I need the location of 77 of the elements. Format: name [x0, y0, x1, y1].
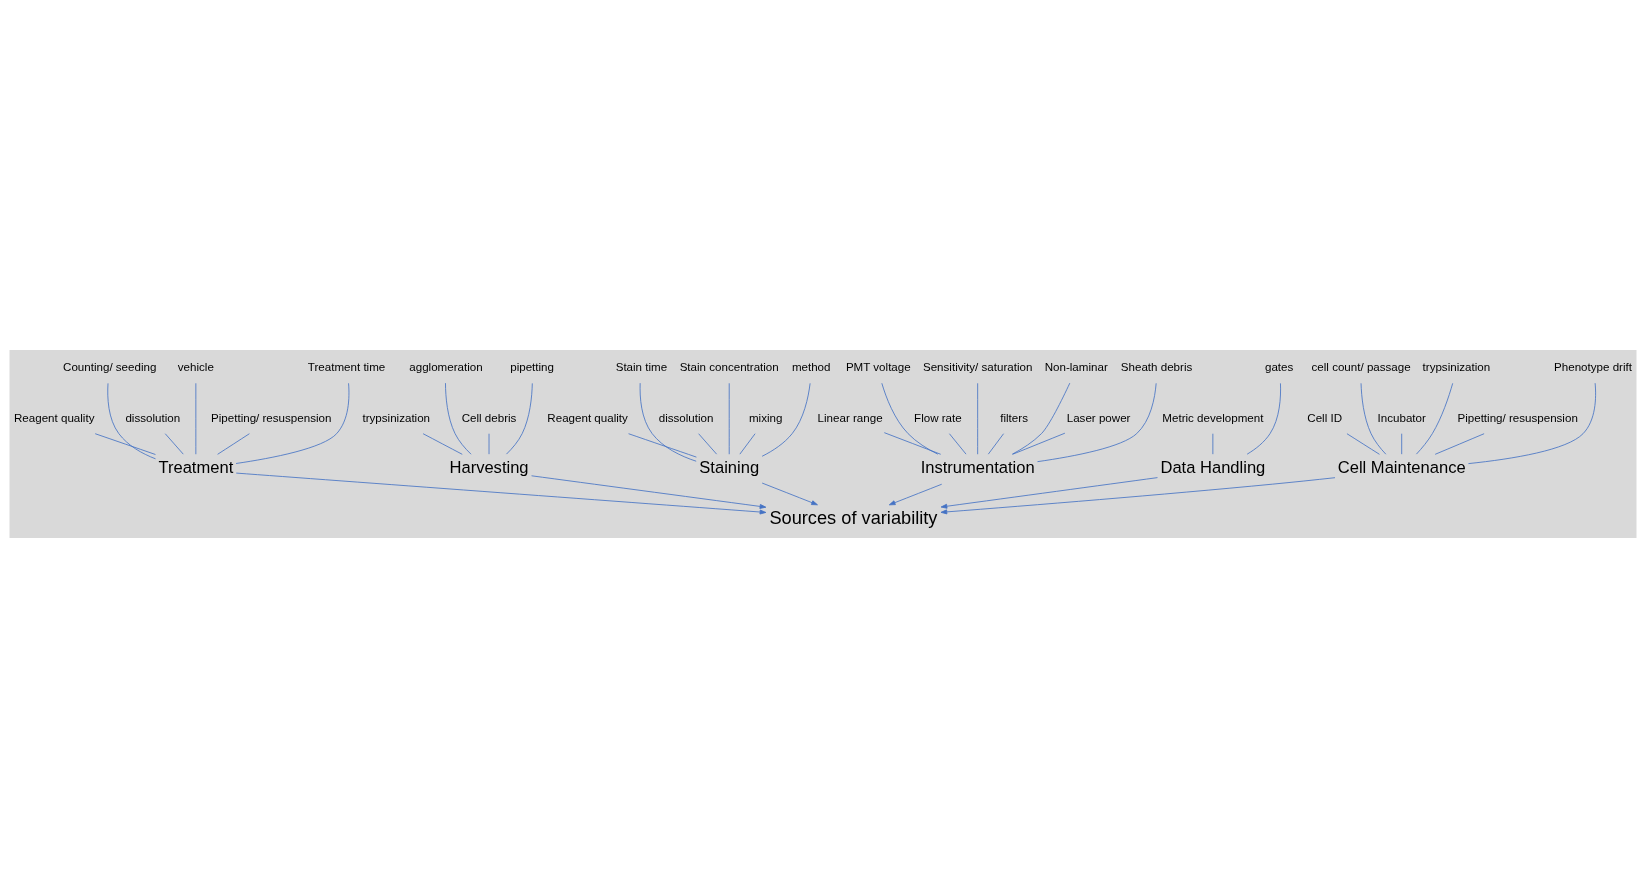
node-text: Flow rate	[914, 411, 962, 424]
connector	[217, 433, 250, 455]
arrow	[531, 475, 767, 509]
node-text: Data Handling	[1160, 458, 1266, 478]
connector	[977, 382, 979, 455]
node-text: Reagent quality	[547, 411, 628, 424]
node-text: Stain time	[615, 361, 668, 374]
connector	[422, 433, 463, 455]
node-text: Pipetting/ resuspension	[1457, 411, 1578, 424]
connector	[881, 382, 939, 455]
node-text: Treatment	[158, 458, 234, 478]
node-text: Non-laminar	[1044, 361, 1108, 374]
connector	[1416, 382, 1454, 455]
connector	[1037, 382, 1157, 463]
connector	[1212, 433, 1214, 455]
connector	[1434, 433, 1485, 455]
node-text: gates	[1264, 361, 1294, 374]
connector	[1468, 382, 1596, 465]
node-text: Cell debris	[461, 411, 517, 424]
node-text: Staining	[699, 458, 760, 478]
connector	[761, 382, 811, 457]
node-text: vehicle	[177, 361, 214, 374]
node-text: PMT voltage	[845, 361, 911, 374]
connector	[107, 382, 156, 460]
connector	[1246, 382, 1281, 455]
node-text: agglomeration	[409, 361, 483, 374]
node-text: Counting/ seeding	[63, 361, 157, 374]
node-text: dissolution	[658, 411, 714, 424]
node-text: Cell ID	[1307, 411, 1343, 424]
connector	[506, 382, 533, 455]
node-text: filters	[1000, 411, 1028, 424]
node-text: Laser power	[1066, 411, 1131, 424]
connector	[488, 433, 490, 455]
node-text: Linear range	[817, 411, 883, 424]
node-text: Stain concentration	[679, 361, 779, 374]
connector	[235, 382, 350, 464]
connector	[728, 382, 730, 455]
connector	[739, 433, 756, 455]
connector	[628, 433, 697, 458]
node-text: Pipetting/ resuspension	[211, 411, 332, 424]
connector	[883, 432, 942, 455]
node-text: Sources of variability	[769, 508, 938, 529]
arrow	[888, 483, 943, 506]
arrow	[940, 477, 1158, 509]
connector	[639, 382, 697, 462]
connector	[164, 433, 184, 455]
connector	[698, 433, 718, 455]
node-text: method	[791, 361, 831, 374]
node-text: dissolution	[125, 411, 181, 424]
connector	[1346, 433, 1380, 455]
node-text: Treatment time	[307, 361, 386, 374]
connector	[949, 433, 967, 455]
node-text: trypsinization	[1422, 361, 1491, 374]
connector	[195, 382, 197, 455]
node-text: Metric development	[1162, 411, 1264, 424]
node-text: Phenotype drift	[1554, 361, 1632, 374]
connector	[445, 382, 472, 455]
node-text: Sensitivity/ saturation	[922, 361, 1033, 374]
connector	[1012, 432, 1066, 455]
arrow	[235, 472, 767, 515]
node-text: trypsinization	[362, 411, 431, 424]
node-text: Harvesting	[449, 458, 529, 478]
arrow	[761, 482, 818, 506]
connector	[94, 433, 156, 455]
arrow	[940, 477, 1336, 515]
connector	[1360, 382, 1387, 455]
node-text: Incubator	[1377, 411, 1426, 424]
node-text: Reagent quality	[13, 411, 95, 424]
node-text: mixing	[748, 411, 783, 424]
node-text: Cell Maintenance	[1337, 458, 1466, 478]
connector	[987, 433, 1004, 455]
node-text: cell count/ passage	[1311, 361, 1411, 374]
connector	[1011, 382, 1071, 455]
node-text: Instrumentation	[920, 458, 1035, 478]
node-text: pipetting	[510, 361, 554, 374]
node-text: Sheath debris	[1120, 361, 1193, 374]
connector	[1401, 433, 1403, 455]
